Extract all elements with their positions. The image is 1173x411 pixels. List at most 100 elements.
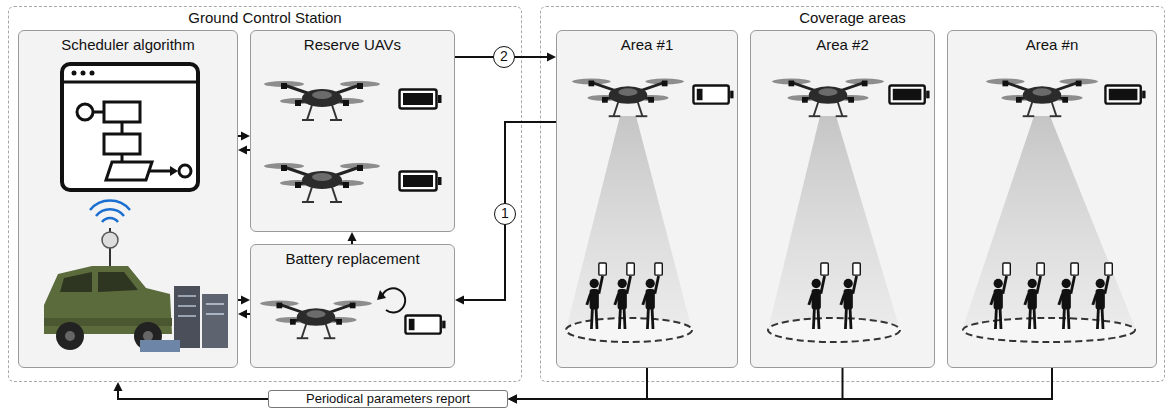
connector <box>348 232 357 244</box>
command-vehicle-polygon <box>98 272 138 292</box>
scheduler-icon-circle <box>179 165 191 177</box>
scheduler-icon-line <box>93 111 104 114</box>
arrow-head <box>455 296 464 305</box>
box-heading: Area #n <box>948 36 1156 54</box>
area-1-scene <box>566 79 734 342</box>
connector-line <box>247 149 250 151</box>
command-vehicle-circle <box>65 331 75 341</box>
command-vehicle <box>44 201 172 350</box>
report-label-box: Periodical parameters report <box>268 390 508 408</box>
area-1-scene-use <box>693 85 733 103</box>
battery-swap-use <box>260 301 372 339</box>
arrow-head <box>547 53 556 62</box>
reserve-drones <box>264 81 442 202</box>
callout-number: 2 <box>493 46 515 68</box>
command-vehicle-circle <box>56 322 84 350</box>
reserve-drones-use <box>400 172 442 191</box>
box-heading: Area #1 <box>557 36 737 54</box>
area-1-scene-use <box>587 263 607 329</box>
arrow-head <box>238 146 247 155</box>
command-vehicle-circle <box>143 331 153 341</box>
area-n-scene-ellipse <box>963 318 1135 342</box>
area-2-scene <box>768 79 930 342</box>
connector <box>455 122 556 305</box>
area-n-scene-use <box>1105 85 1145 103</box>
area-n-scene-use <box>1025 263 1045 329</box>
reserve-drones-use <box>264 163 380 202</box>
arrow-head <box>238 310 247 319</box>
connector <box>238 146 250 155</box>
command-vehicle-path <box>102 218 118 222</box>
command-vehicle-circle <box>102 232 118 248</box>
scheduler-icon-line <box>150 170 170 173</box>
scheduler-icon <box>62 64 198 190</box>
connector <box>238 132 250 141</box>
reserve-drones-use <box>400 90 442 109</box>
connector-line <box>464 122 556 300</box>
arrow-head <box>114 382 123 391</box>
connector <box>238 310 250 319</box>
connector-line <box>517 368 843 399</box>
box-heading: Scheduler algorithm <box>19 36 237 54</box>
connector <box>238 296 250 305</box>
server-rack-rect <box>140 340 180 352</box>
process-box: Reserve UAVs <box>250 30 455 232</box>
battery-swap-use <box>405 315 445 333</box>
area-n-scene-use <box>1059 263 1079 329</box>
area-n-scene <box>962 79 1146 342</box>
connector-line <box>517 368 1052 399</box>
scheduler-icon-circle <box>90 71 95 76</box>
area-n-scene-polygon <box>962 116 1136 330</box>
box-heading: Area #2 <box>751 36 934 54</box>
box-heading: Battery replacement <box>251 250 454 268</box>
area-2-scene-use <box>809 263 829 329</box>
server-rack-line <box>178 315 196 317</box>
area-1-scene-ellipse <box>566 318 692 342</box>
scheduler-icon-circle <box>77 104 93 120</box>
box-heading: Coverage areas <box>541 9 1164 27</box>
box-heading: Ground Control Station <box>9 9 521 27</box>
server-rack-rect <box>174 286 200 348</box>
battery-swap <box>260 288 445 338</box>
area-2-scene-use <box>772 79 884 117</box>
server-rack <box>140 286 228 352</box>
server-rack-line <box>206 303 224 305</box>
server-rack-line <box>178 305 196 307</box>
area-n-scene-use <box>1093 263 1113 329</box>
command-vehicle-polygon <box>60 272 92 292</box>
connector-line <box>238 299 241 301</box>
scheduler-icon-circle <box>72 71 77 76</box>
arrow-head <box>241 296 250 305</box>
connector-line <box>517 368 647 399</box>
callout-number: 1 <box>494 203 516 225</box>
connector-line <box>247 313 250 315</box>
area-1-scene-use <box>615 263 635 329</box>
area-2-scene-ellipse <box>768 318 900 342</box>
scheduler-icon-polygon <box>106 162 152 180</box>
scheduler-icon-polygon <box>170 166 178 176</box>
scheduler-icon-circle <box>81 71 86 76</box>
area-2-scene-polygon <box>768 116 900 330</box>
arrow-head <box>241 132 250 141</box>
connector <box>508 368 1052 404</box>
scheduler-icon-line <box>121 122 124 134</box>
reserve-drones-use <box>264 81 380 120</box>
scheduler-icon-line <box>62 81 198 84</box>
battery-swap-polygon <box>377 290 386 300</box>
box-heading: Periodical parameters report <box>298 391 478 407</box>
area-n-scene-use <box>991 263 1011 329</box>
area-2-scene-use <box>889 85 929 103</box>
connector <box>114 382 269 399</box>
scheduler-icon-rect <box>62 64 198 190</box>
connector-line <box>351 241 353 244</box>
server-rack-line <box>178 295 196 297</box>
battery-swap-path <box>382 288 405 312</box>
arrow-head <box>508 395 517 404</box>
arrow-head <box>348 232 357 241</box>
scheduler-icon-rect <box>104 102 140 122</box>
scheduler-icon-rect <box>104 134 140 154</box>
arrow-head <box>508 395 517 404</box>
command-vehicle-path <box>96 209 124 216</box>
